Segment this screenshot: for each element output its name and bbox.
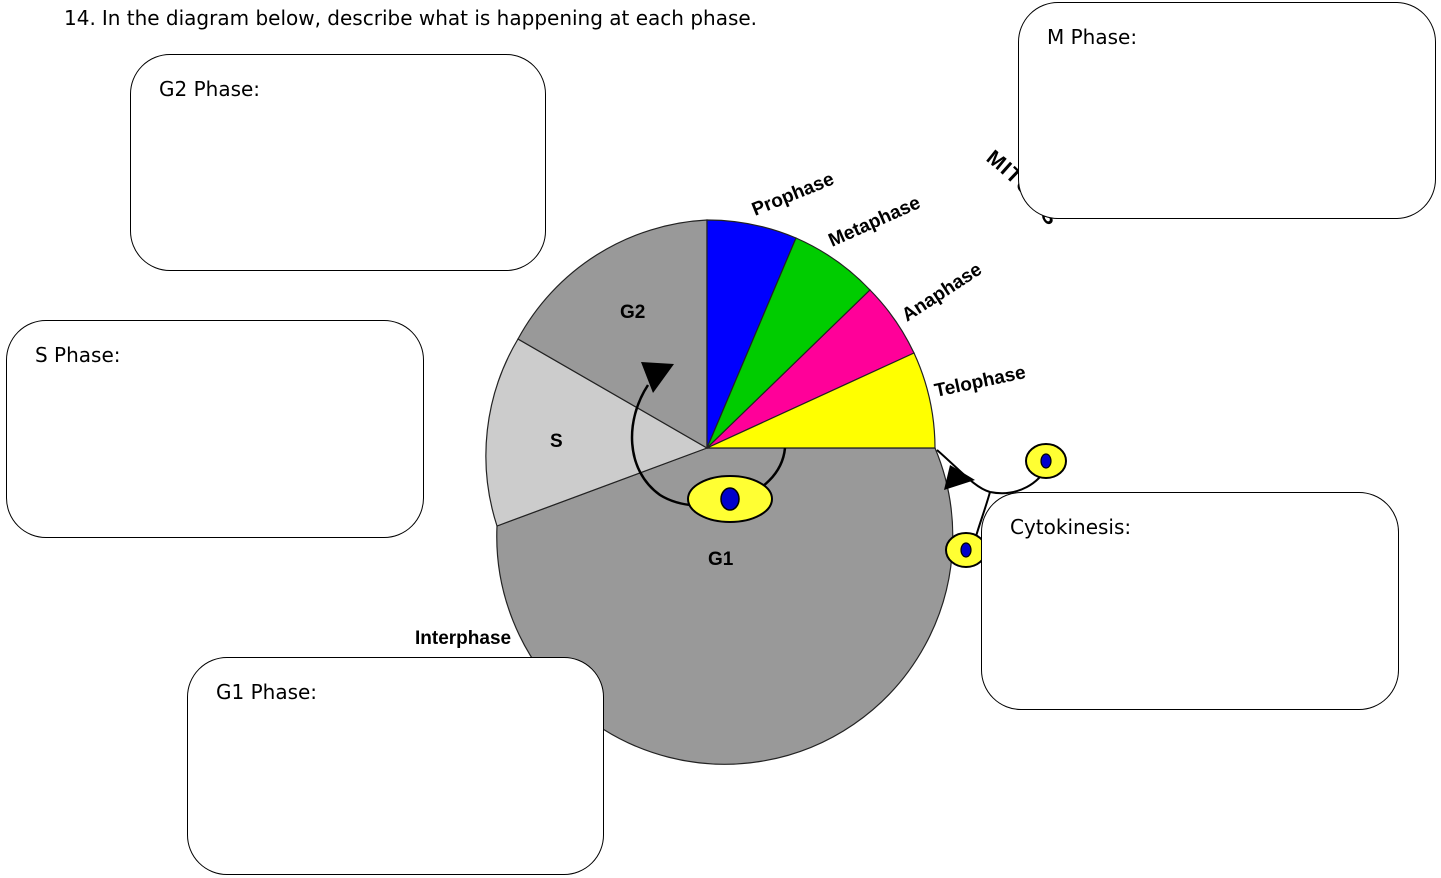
label-interphase: Interphase (415, 628, 511, 649)
s-phase-answer-field[interactable] (35, 381, 395, 517)
sector-telophase (706, 352, 936, 449)
daughter-nucleus-top-icon (1040, 453, 1052, 469)
cytokinesis-box[interactable]: Cytokinesis: (981, 492, 1399, 710)
sector-s (485, 338, 709, 527)
label-metaphase: Metaphase (825, 192, 923, 251)
label-g1: G1 (708, 549, 734, 570)
label-prophase: Prophase (749, 169, 837, 221)
label-telophase: Telophase (933, 362, 1028, 402)
g1-phase-label: G1 Phase: (216, 680, 318, 704)
g2-phase-label: G2 Phase: (159, 77, 261, 101)
sector-g2 (517, 219, 708, 450)
label-g2: G2 (620, 302, 645, 323)
s-phase-label: S Phase: (35, 343, 121, 367)
question-number: 14. (64, 6, 96, 30)
g1-phase-box[interactable]: G1 Phase: (187, 657, 604, 875)
s-phase-box[interactable]: S Phase: (6, 320, 424, 538)
m-phase-box[interactable]: M Phase: (1018, 2, 1436, 219)
cycle-arrowhead-icon (641, 362, 674, 393)
cycle-arrow (630, 384, 787, 507)
question-text: In the diagram below, describe what is h… (101, 6, 758, 30)
cytokinesis-label: Cytokinesis: (1010, 515, 1132, 539)
g1-phase-answer-field[interactable] (216, 718, 575, 854)
m-phase-answer-field[interactable] (1047, 63, 1407, 198)
center-nucleus-icon (720, 487, 740, 511)
daughter-nucleus-bottom-icon (960, 542, 972, 558)
g2-phase-box[interactable]: G2 Phase: (130, 54, 546, 271)
label-s: S (550, 431, 563, 452)
m-phase-label: M Phase: (1047, 25, 1138, 49)
label-anaphase: Anaphase (898, 259, 986, 326)
g2-phase-answer-field[interactable] (159, 115, 517, 250)
cytokinesis-arrowhead-icon (944, 465, 975, 490)
cytokinesis-answer-field[interactable] (1010, 553, 1370, 689)
sector-g1 (496, 447, 954, 765)
question-prompt: 14.In the diagram below, describe what i… (64, 6, 757, 30)
